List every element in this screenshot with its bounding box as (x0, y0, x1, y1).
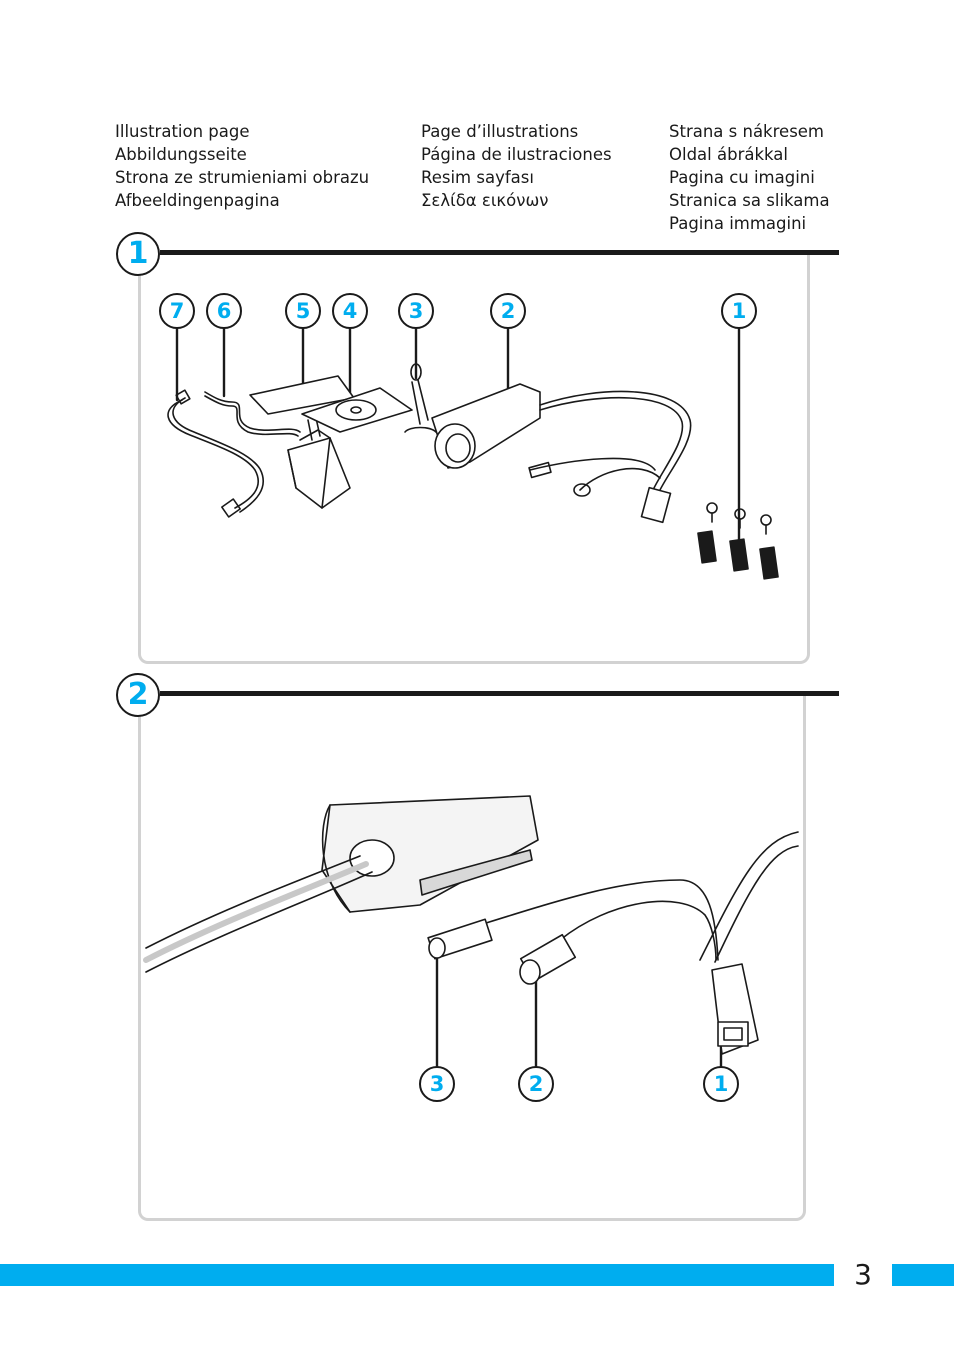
callout-1: 1 (703, 1066, 739, 1102)
header-line: Pagina cu imagini (669, 168, 815, 187)
illustration-frame-2 (138, 695, 806, 1221)
callout-leaders-1 (175, 327, 741, 550)
callout-4: 4 (332, 293, 368, 329)
cd-drawing (301, 387, 413, 433)
section-number-1: 1 (116, 232, 160, 276)
header-line: Stranica sa slikama (669, 191, 830, 210)
header-line: Abbildungsseite (115, 145, 247, 164)
header-line: Strona ze strumieniami obrazu (115, 168, 370, 187)
section-number-2: 2 (116, 673, 160, 717)
header-line: Afbeeldingenpagina (115, 191, 280, 210)
illustration-frame-1 (138, 254, 810, 664)
header-line: Σελίδα εικόνων (421, 191, 549, 210)
callout-3: 3 (398, 293, 434, 329)
callout-leaders-2 (435, 948, 723, 1068)
network-cable-drawing (167, 389, 264, 518)
camera-drawing (404, 363, 692, 524)
camera-closeup-drawing (143, 795, 799, 1055)
header-line: Página de ilustraciones (421, 145, 612, 164)
callout-2: 2 (518, 1066, 554, 1102)
header-line: Strana s nákresem (669, 122, 825, 141)
callout-5: 5 (285, 293, 321, 329)
header-line: Illustration page (115, 122, 250, 141)
header-line: Resim sayfası (421, 168, 534, 187)
header-column-2: Page d’illustrations Página de ilustraci… (421, 120, 612, 212)
screws-drawing (697, 502, 779, 580)
callout-2: 2 (490, 293, 526, 329)
header-line: Page d’illustrations (421, 122, 579, 141)
header-line: Oldal ábrákkal (669, 145, 788, 164)
page-number: 3 (834, 1258, 892, 1292)
callout-7: 7 (159, 293, 195, 329)
header-column-3: Strana s nákresem Oldal ábrákkal Pagina … (669, 120, 830, 235)
section-rule-2 (160, 691, 839, 696)
callout-1: 1 (721, 293, 757, 329)
section-rule-1 (160, 250, 839, 255)
callout-3: 3 (419, 1066, 455, 1102)
header-line: Pagina immagini (669, 214, 807, 233)
footer-bar (0, 1264, 954, 1286)
callout-6: 6 (206, 293, 242, 329)
power-adapter-drawing (204, 391, 351, 509)
header-column-1: Illustration page Abbildungsseite Strona… (115, 120, 369, 212)
